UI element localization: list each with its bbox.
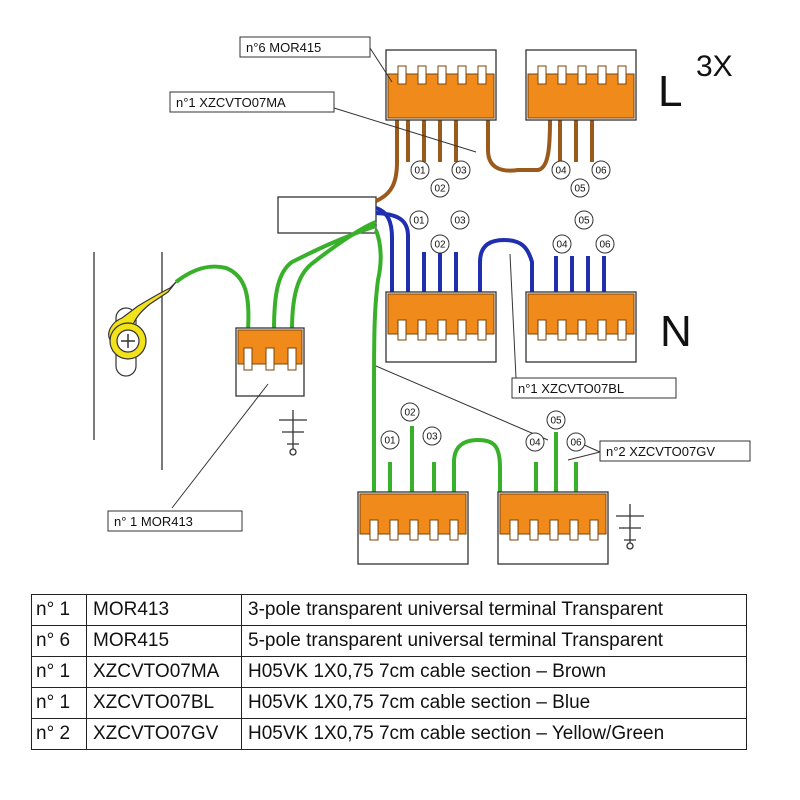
- callout-brown-text: n°1 XZCVTO07MA: [176, 95, 286, 110]
- slot-number-circle: [574, 210, 594, 230]
- slot-number-circle: [450, 210, 470, 230]
- ground-symbol-icon: [616, 504, 644, 550]
- slot-number-l-left: 02: [434, 184, 446, 195]
- part-description: H05VK 1X0,75 7cm cable section – Blue: [241, 687, 747, 719]
- brown-wires: [375, 119, 594, 203]
- slot-number-l-right: 04: [555, 166, 567, 177]
- slot-number-n-left: 01: [413, 216, 425, 227]
- slot-number-circle: [409, 210, 429, 230]
- slot-number-l-right: 06: [595, 166, 607, 177]
- callout-blue: n°1 XZCVTO07BL: [511, 377, 677, 399]
- callout-mor415: n°6 MOR415: [239, 36, 371, 58]
- terminal-l-right: [525, 49, 637, 121]
- phase-letter: L: [658, 67, 682, 116]
- part-code: XZCVTO07GV: [86, 718, 242, 750]
- slot-number-circle: [380, 430, 400, 450]
- slot-number-l-left: 01: [414, 166, 426, 177]
- slot-number-g-right: 05: [550, 416, 562, 427]
- terminal-mor413: [235, 327, 305, 397]
- slot-number-circle: [430, 234, 450, 254]
- slot-number-labels: 01 02 03 04 05 06 01 02 03 04 05 06 01 02 03 04 05 06: [380, 160, 615, 452]
- part-description: H05VK 1X0,75 7cm cable section – Brown: [241, 656, 747, 688]
- phase-multiplier: 3X: [696, 50, 733, 83]
- part-code: MOR413: [86, 594, 242, 626]
- callout-blue-text: n°1 XZCVTO07BL: [518, 381, 624, 396]
- slot-number-circle: [552, 234, 572, 254]
- terminal-g-right: [497, 491, 609, 565]
- slot-number-g-right: 06: [570, 438, 582, 449]
- terminal-n-left: [385, 291, 497, 363]
- terminal-n-right: [525, 291, 637, 363]
- part-code: XZCVTO07BL: [86, 687, 242, 719]
- part-description: 3-pole transparent universal terminal Tr…: [241, 594, 747, 626]
- slot-number-g-left: 02: [404, 408, 416, 419]
- slot-number-circle: [570, 178, 590, 198]
- blue-wires: [375, 206, 606, 292]
- part-description: H05VK 1X0,75 7cm cable section – Yellow/…: [241, 718, 747, 750]
- slot-number-g-left: 03: [426, 432, 438, 443]
- leader-lines: [171, 47, 601, 509]
- slot-number-circle: [400, 402, 420, 422]
- slot-number-circle: [566, 432, 586, 452]
- green-wires: [174, 220, 578, 492]
- slot-number-n-right: 05: [578, 216, 590, 227]
- part-quantity: n° 1: [31, 594, 87, 626]
- slot-number-g-right: 04: [529, 438, 541, 449]
- terminal-l-left: [385, 49, 497, 121]
- slot-number-circle: [551, 160, 571, 180]
- callout-green: n°2 XZCVTO07GV: [599, 440, 751, 462]
- callout-mor413: n° 1 MOR413: [107, 510, 243, 532]
- slot-number-circle: [595, 234, 615, 254]
- slot-number-n-left: 03: [454, 216, 466, 227]
- part-code: XZCVTO07MA: [86, 656, 242, 688]
- slot-number-l-right: 05: [574, 184, 586, 195]
- slot-number-n-right: 06: [599, 240, 611, 251]
- callout-mor413-text: n° 1 MOR413: [114, 514, 193, 529]
- screw-icon: [116, 329, 140, 353]
- callout-brown: n°1 XZCVTO07MA: [169, 91, 335, 113]
- part-quantity: n° 2: [31, 718, 87, 750]
- slot-number-n-left: 02: [434, 240, 446, 251]
- ground-symbol-icon: [279, 410, 307, 456]
- slot-number-n-right: 04: [556, 240, 568, 251]
- slot-number-l-left: 03: [455, 166, 467, 177]
- slot-number-circle: [430, 178, 450, 198]
- slot-number-g-left: 01: [384, 436, 396, 447]
- ring-terminal-icon: [108, 281, 177, 377]
- terminal-g-left: [357, 491, 469, 565]
- slot-number-circle: [525, 432, 545, 452]
- neutral-letter: N: [660, 307, 692, 356]
- slot-number-circle: [410, 160, 430, 180]
- part-quantity: n° 1: [31, 656, 87, 688]
- part-description: 5-pole transparent universal terminal Tr…: [241, 625, 747, 657]
- callout-mor415-text: n°6 MOR415: [246, 40, 321, 55]
- slot-number-circle: [451, 160, 471, 180]
- part-code: MOR415: [86, 625, 242, 657]
- part-quantity: n° 6: [31, 625, 87, 657]
- slot-number-circle: [546, 410, 566, 430]
- part-quantity: n° 1: [31, 687, 87, 719]
- callout-green-text: n°2 XZCVTO07GV: [606, 444, 715, 459]
- slot-number-circle: [591, 160, 611, 180]
- slot-number-circle: [422, 426, 442, 446]
